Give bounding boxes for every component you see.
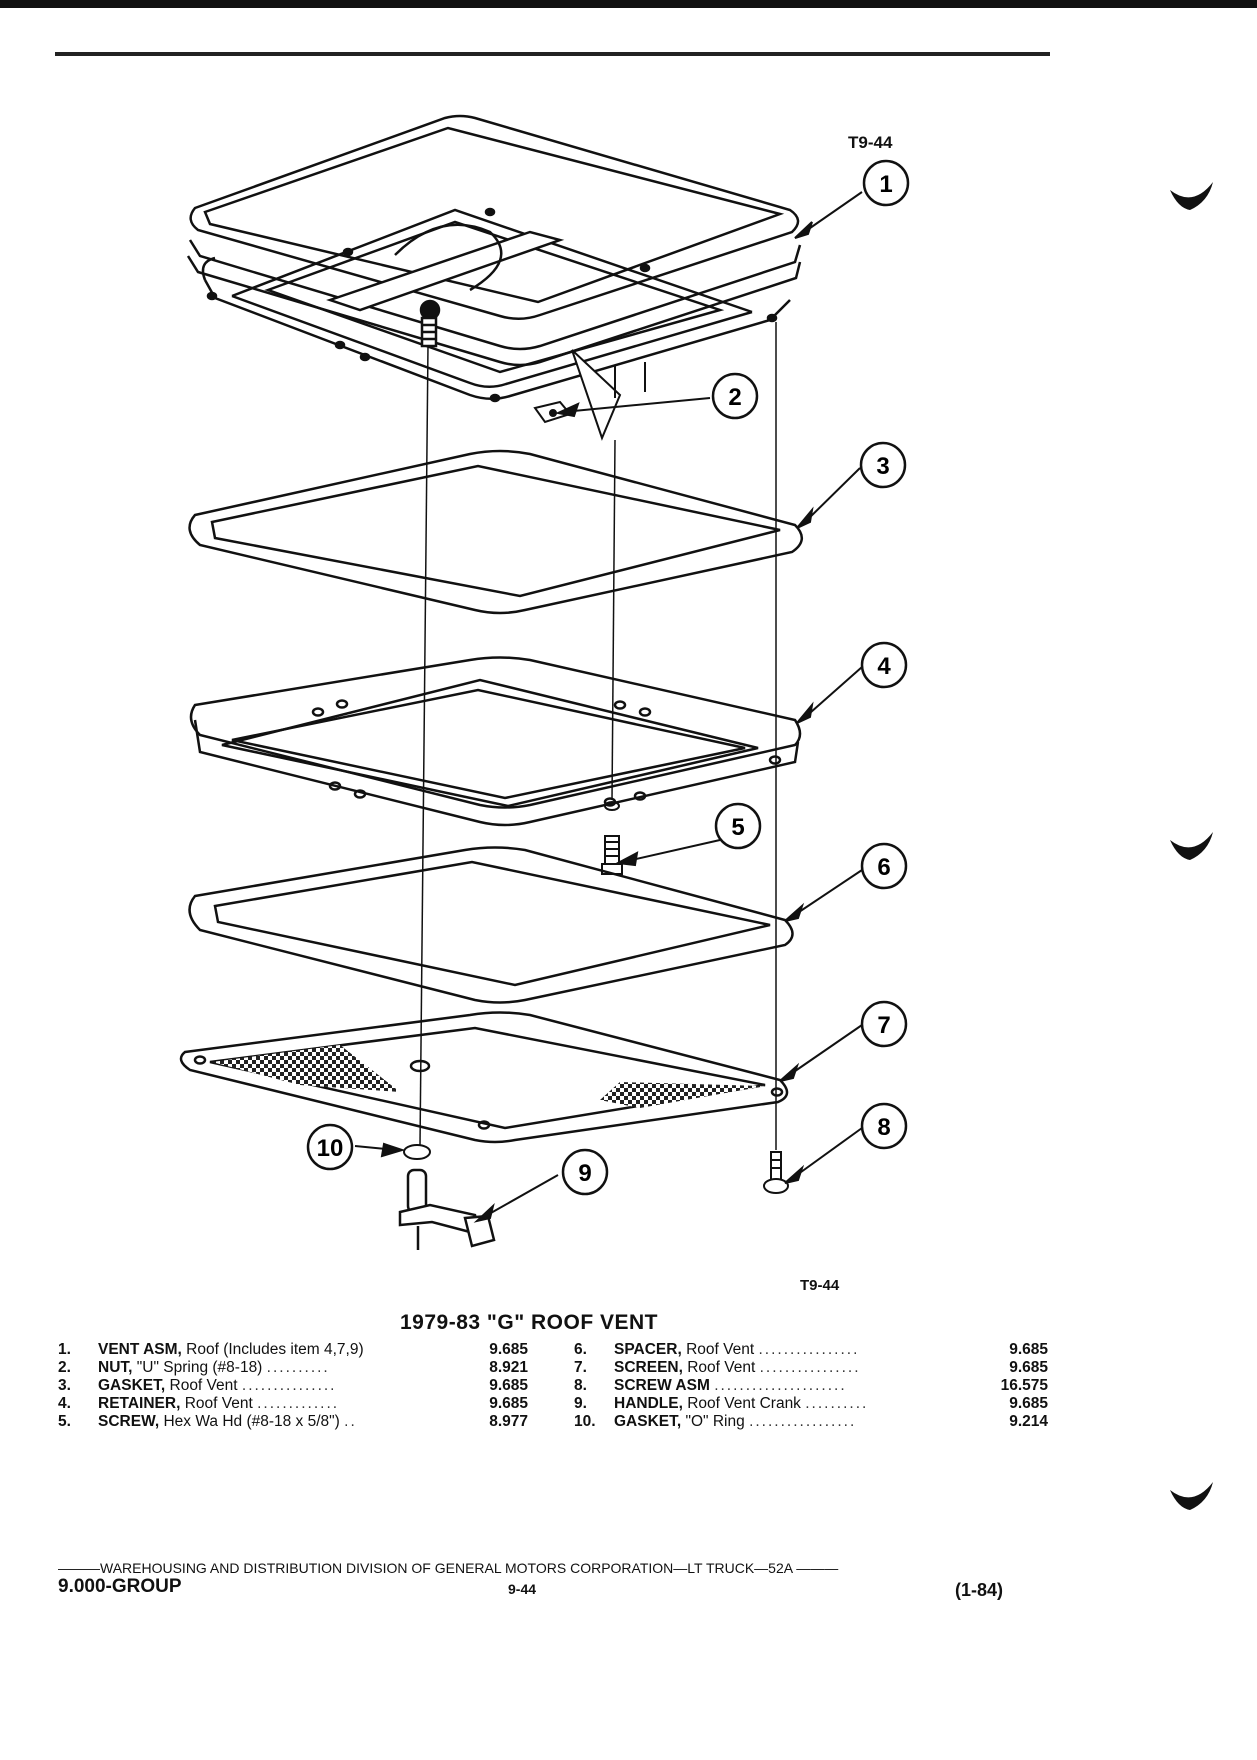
top-border-bar [0,0,1257,8]
svg-text:4: 4 [877,653,891,680]
crank-handle [398,1168,496,1250]
callout-9: 9 [561,1148,609,1196]
parts-list-left: 1. VENT ASM, Roof (Includes item 4,7,9) … [58,1341,528,1431]
figure-code-bottom: T9-44 [800,1277,840,1294]
callout-8: 8 [860,1102,908,1150]
part-row: 2. NUT, "U" Spring (#8-18) .......... 8.… [58,1359,528,1376]
svg-text:3: 3 [876,453,889,480]
footer-publisher-line: ———WAREHOUSING AND DISTRIBUTION DIVISION… [58,1560,839,1576]
page-title: 1979-83 "G" ROOF VENT [400,1311,658,1334]
binder-mark-bottom [1170,1482,1213,1510]
retainer-roof-vent [189,656,802,827]
binder-mark-top [1170,182,1213,210]
svg-text:6: 6 [877,854,890,881]
footer-date: (1-84) [955,1580,1004,1600]
svg-text:2: 2 [728,384,741,411]
callout-3: 3 [859,441,907,489]
callout-1: 1 [862,159,910,207]
part-row: 6. SPACER, Roof Vent ................ 9.… [574,1341,1048,1358]
footer-page-number: 9-44 [508,1581,537,1597]
leader-arrows [354,191,863,1223]
footer-group: 9.000-GROUP [58,1576,182,1597]
part-row: 1. VENT ASM, Roof (Includes item 4,7,9) … [58,1341,528,1358]
svg-text:10: 10 [317,1135,344,1162]
callout-6: 6 [860,842,908,890]
figure-code-top: T9-44 [848,133,893,152]
svg-text:7: 7 [877,1012,890,1039]
o-ring-gasket [403,1144,431,1160]
callout-2: 2 [711,372,759,420]
parts-list-right: 6. SPACER, Roof Vent ................ 9.… [574,1341,1048,1431]
screen-roof-vent [179,1011,789,1144]
callout-5: 5 [714,802,762,850]
part-row: 9. HANDLE, Roof Vent Crank .......... 9.… [574,1395,1048,1412]
exploded-view-illustration: 1 2 3 4 5 6 7 8 9 10 [179,114,910,1250]
alignment-lines [419,322,777,1150]
screw-asm [763,1151,789,1194]
svg-text:9: 9 [578,1160,591,1187]
u-spring-nut [533,349,646,441]
spacer-roof-vent [188,846,794,1004]
callout-4: 4 [860,641,908,689]
vent-assembly [186,114,802,403]
svg-text:5: 5 [731,814,744,841]
callout-7: 7 [860,1000,908,1048]
part-row: 4. RETAINER, Roof Vent ............. 9.6… [58,1395,528,1412]
binder-mark-middle [1170,832,1213,860]
part-row: 7. SCREEN, Roof Vent ................ 9.… [574,1359,1048,1376]
part-row: 5. SCREW, Hex Wa Hd (#8-18 x 5/8") .. 8.… [58,1413,528,1430]
gasket-roof-vent [188,449,803,615]
svg-text:1: 1 [879,171,892,198]
header-rule [55,52,1050,56]
part-row: 10. GASKET, "O" Ring ................. 9… [574,1413,1048,1430]
callout-10: 10 [306,1123,354,1171]
svg-text:8: 8 [877,1114,890,1141]
part-row: 3. GASKET, Roof Vent ............... 9.6… [58,1377,528,1394]
part-row: 8. SCREW ASM ..................... 16.57… [574,1377,1048,1394]
